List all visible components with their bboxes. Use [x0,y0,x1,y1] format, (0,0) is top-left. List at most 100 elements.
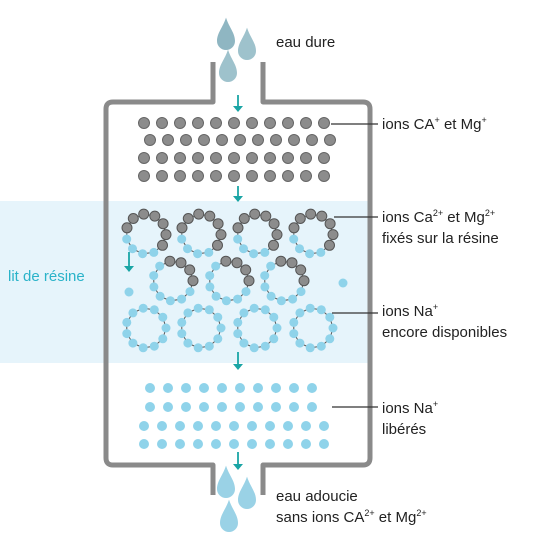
sodium-ion [185,287,195,297]
sodium-ion [204,341,214,351]
hard-ion [228,170,240,182]
leader-lines [331,123,378,408]
fixed-hard-ion [268,239,279,251]
sodium-ion [239,308,249,318]
fixed-hard-ion [268,218,280,230]
fixed-hard-ion [316,210,328,222]
sodium-ion [193,303,203,313]
hard-ion [138,170,150,182]
flow-arrow-icon [233,352,243,370]
sodium-ion [305,303,315,313]
sodium-ion [205,271,215,281]
released-sodium-ion [229,421,239,431]
sodium-ion [305,249,315,259]
released-sodium-ion [145,402,155,412]
hard-ion [306,134,318,146]
sodium-ion [241,287,251,297]
released-sodium-ion [253,402,263,412]
hard-ion [324,134,336,146]
hard-ion [228,152,240,164]
hard-ion [300,170,312,182]
sodium-ion [316,247,326,257]
resin-beads [121,208,348,353]
sodium-ion [161,323,171,333]
resin-bead [232,208,283,259]
sodium-ion [128,244,137,254]
sodium-ion [239,244,248,254]
sodium-ion [316,305,326,315]
fixed-hard-ion [212,218,224,230]
hard-ion [138,117,150,129]
flow-arrow-icon [233,186,243,202]
flow-arrows [124,95,243,470]
sodium-ion [288,294,298,304]
hard-ion [174,152,186,164]
sodium-ion [122,234,132,244]
released-sodium-ion [193,439,203,449]
water-drops [217,17,256,532]
water-drop-icon [238,476,256,509]
sodium-ion [338,278,348,288]
sodium-ion [295,308,305,318]
water-drop-icon [219,49,237,82]
hard-ion [300,152,312,164]
sodium-ion [316,341,326,351]
released-sodium-ions [139,383,329,449]
fixed-hard-ion [298,275,310,287]
sodium-ion [177,329,187,339]
fixed-hard-ion [187,275,199,287]
fixed-hard-ion [249,208,261,220]
sodium-ion [138,343,148,353]
released-sodium-ion [235,383,245,393]
sodium-ion [260,271,270,281]
hard-ion [288,134,300,146]
sodium-ion [289,329,299,339]
hard-ion [318,170,330,182]
sodium-ion [233,329,243,339]
released-sodium-ion [193,421,203,431]
released-sodium-ion [211,439,221,449]
resin-bead [205,255,255,306]
sodium-ion [260,305,270,315]
hard-ion [228,117,240,129]
fixed-hard-ion [260,210,272,222]
hard-ion [162,134,174,146]
sodium-ion [289,234,299,244]
fixed-hard-ion [121,222,133,234]
sodium-ion [128,308,138,318]
hard-ion [198,134,210,146]
sodium-ion [233,294,243,304]
hard-ion [318,152,330,164]
fixed-hard-ion [305,208,317,220]
sodium-ion [149,305,159,315]
sodium-ion [295,338,305,348]
sodium-ion [216,323,226,333]
hard-ion [246,170,258,182]
sodium-ion [325,334,335,344]
sodium-ion [122,329,132,339]
hard-ion [210,170,222,182]
sodium-ion [149,282,159,292]
released-sodium-ion [307,402,317,412]
sodium-ion [149,247,159,257]
sodium-ion [204,247,214,257]
released-sodium-ion [163,383,173,393]
fixed-hard-ion [212,239,223,251]
sodium-ion [233,234,243,244]
flow-arrow-icon [124,252,134,272]
sodium-ion [204,305,214,315]
hard-ion [246,152,258,164]
sodium-ion [305,343,315,353]
released-sodium-ion [289,383,299,393]
sodium-ion [239,338,249,348]
released-sodium-ion [139,421,149,431]
hard-ions-label: ions CA+ et Mg+ [382,115,487,134]
released-sodium-ion [253,383,263,393]
water-drop-icon [238,27,256,61]
hard-ion [282,117,294,129]
released-sodium-ion [229,439,239,449]
flow-arrow-icon [233,95,243,112]
released-sodium-ion [271,402,281,412]
resin-bead [122,303,171,353]
